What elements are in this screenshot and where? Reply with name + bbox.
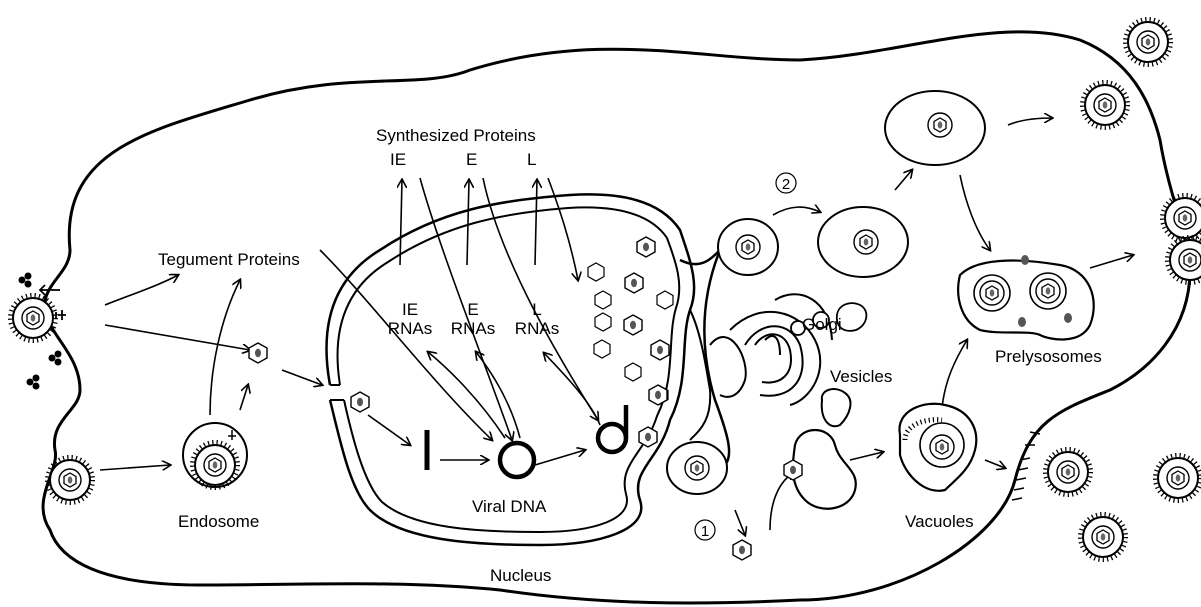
vesicles-label: Vesicles — [830, 367, 892, 386]
endosome-label: Endosome — [178, 512, 259, 531]
step-2-label: 2 — [782, 176, 790, 193]
ie-protein-label: IE — [390, 150, 406, 169]
tegument-proteins-label: Tegument Proteins — [158, 250, 300, 269]
golgi-label: Golgi — [802, 315, 842, 334]
viral-dna-label: Viral DNA — [472, 497, 546, 516]
step-1-label: 1 — [701, 523, 709, 540]
l-protein-label: L — [527, 150, 536, 169]
synthesized-proteins-label: Synthesized Proteins — [376, 126, 536, 145]
l-rnas-label: L RNAs — [512, 300, 562, 338]
ie-rnas-line1: IE — [385, 300, 435, 319]
e-rnas-line2: RNAs — [448, 319, 498, 338]
prelysosomes-label: Prelysosomes — [995, 347, 1102, 366]
e-rnas-label: E RNAs — [448, 300, 498, 338]
e-rnas-line1: E — [448, 300, 498, 319]
nucleus-label: Nucleus — [490, 566, 551, 585]
l-rnas-line1: L — [512, 300, 562, 319]
l-rnas-line2: RNAs — [512, 319, 562, 338]
rolling-circle-dna — [598, 424, 626, 452]
vacuoles-label: Vacuoles — [905, 512, 974, 531]
circular-dna — [500, 443, 534, 477]
e-protein-label: E — [466, 150, 477, 169]
golgi-apparatus — [710, 294, 832, 405]
ie-rnas-label: IE RNAs — [385, 300, 435, 338]
ie-rnas-line2: RNAs — [385, 319, 435, 338]
